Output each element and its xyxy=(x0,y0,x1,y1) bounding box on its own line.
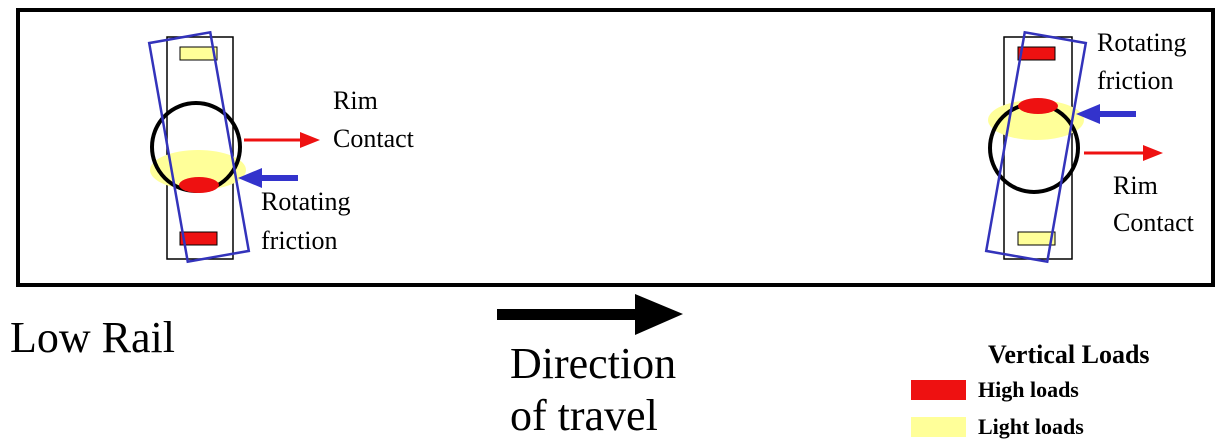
legend-light-label: Light loads xyxy=(978,414,1084,439)
right-bogie xyxy=(984,30,1163,264)
rail-box xyxy=(16,8,1215,287)
direction-label-2: of travel xyxy=(510,391,658,440)
left-top-pad xyxy=(179,46,218,61)
legend-swatch-high xyxy=(911,380,966,400)
direction-label-1: Direction xyxy=(510,339,677,388)
right-rim-label-2: Contact xyxy=(1113,208,1194,237)
low-rail-label: Low Rail xyxy=(10,313,175,362)
left-bogie-frame xyxy=(166,36,234,260)
left-friction-label-2: friction xyxy=(261,226,338,255)
legend-high-label: High loads xyxy=(978,377,1079,402)
direction-arrow xyxy=(497,294,683,335)
right-friction-arrowhead xyxy=(1076,104,1100,124)
legend-swatch-light xyxy=(911,417,966,437)
right-bogie-frame xyxy=(1003,36,1073,260)
left-rim-label-1: Rim xyxy=(333,86,378,115)
left-bogie xyxy=(147,30,320,264)
right-friction-label-2: friction xyxy=(1097,66,1174,95)
left-rim-arrowhead xyxy=(300,132,320,148)
right-bottom-pad xyxy=(1017,231,1056,246)
left-friction-arrowhead xyxy=(238,168,262,188)
legend-title: Vertical Loads xyxy=(988,340,1150,369)
left-rim-label-2: Contact xyxy=(333,124,414,153)
right-rotated-frame xyxy=(984,30,1088,264)
right-friction-label-1: Rotating xyxy=(1097,28,1187,57)
left-high-load-patch xyxy=(179,177,219,193)
right-high-load-patch xyxy=(1018,98,1058,114)
left-rotated-frame xyxy=(147,30,251,264)
right-rim-label-1: Rim xyxy=(1113,171,1158,200)
right-rim-arrowhead xyxy=(1143,145,1163,161)
right-top-pad xyxy=(1017,46,1056,61)
left-bottom-pad xyxy=(179,231,218,246)
left-friction-label-1: Rotating xyxy=(261,187,351,216)
